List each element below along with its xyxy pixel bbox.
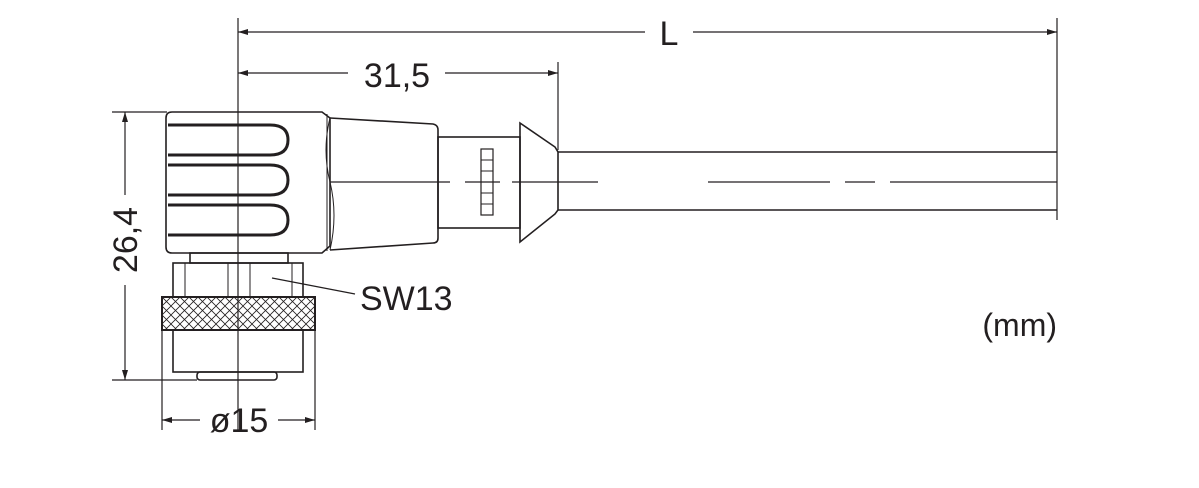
knurled-ring (161, 296, 316, 331)
cable (558, 151, 1057, 211)
label-26-4: 26,4 (107, 207, 145, 273)
sw13-leader (271, 277, 356, 295)
label-L: L (660, 15, 679, 53)
socket-body (172, 329, 304, 381)
grip-ribs (168, 123, 290, 237)
label-diameter: ø15 (210, 402, 269, 440)
label-sw13: SW13 (360, 280, 453, 318)
label-31-5: 31,5 (364, 57, 430, 95)
extension-lines (112, 18, 1058, 430)
unit-label: (mm) (982, 307, 1057, 343)
